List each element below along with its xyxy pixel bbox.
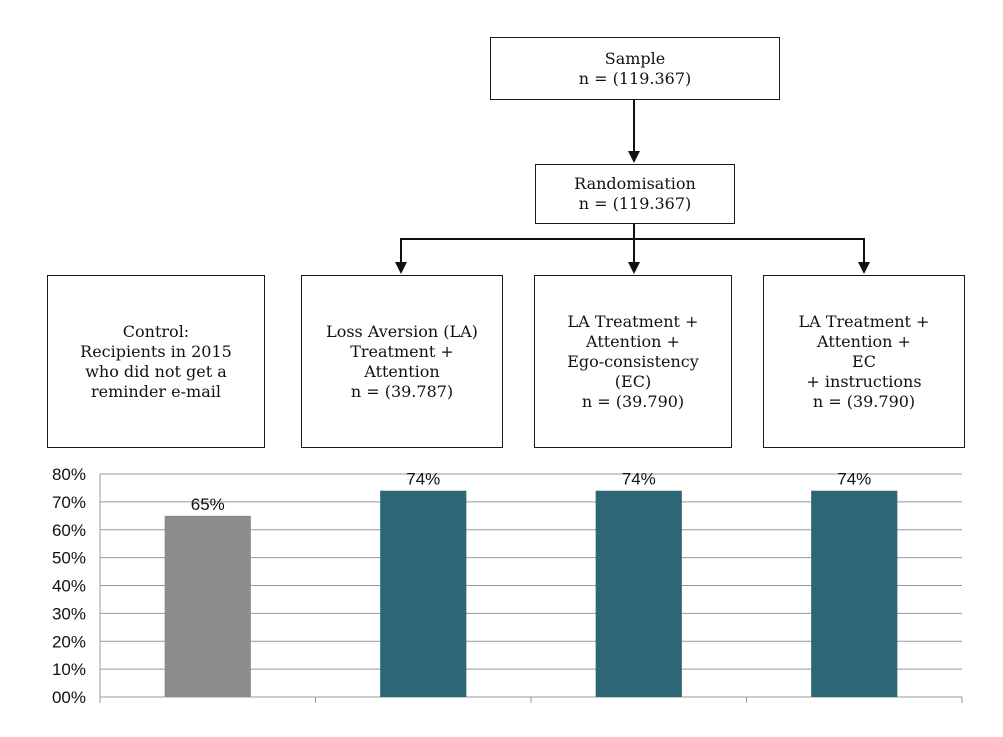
y-tick-label: 80% (52, 465, 86, 484)
connector-branch-la-ec (633, 238, 635, 263)
y-tick-label: 10% (52, 660, 86, 679)
group-line: Attention (364, 361, 440, 381)
group-line: Loss Aversion (LA) (326, 321, 478, 341)
group-line: EC (852, 351, 876, 371)
group-line: n = (39.787) (350, 381, 454, 401)
data-label: 74% (406, 470, 440, 489)
group-line: reminder e-mail (91, 381, 221, 401)
group-line: Control: (122, 321, 190, 341)
connector-sample-randomisation (633, 100, 635, 152)
y-tick-label: 50% (52, 549, 86, 568)
group-line: Ego-consistency (567, 351, 699, 371)
group-line: n = (39.790) (581, 391, 685, 411)
arrowhead-randomisation (628, 151, 640, 163)
group-line: Attention + (586, 331, 680, 351)
group-line: LA Treatment + (567, 311, 699, 331)
data-label: 74% (622, 470, 656, 489)
group-line: Recipients in 2015 (80, 341, 232, 361)
y-tick-label: 70% (52, 493, 86, 512)
data-label: 65% (191, 495, 225, 514)
bar (380, 490, 467, 697)
y-tick-label: 00% (52, 688, 86, 707)
randomisation-n: n = (119.367) (578, 194, 692, 213)
group-box-la-ec-instructions: LA Treatment + Attention + EC + instruct… (763, 275, 965, 448)
group-line: who did not get a (85, 361, 227, 381)
sample-box: Sample n = (119.367) (490, 37, 780, 100)
randomisation-box: Randomisation n = (119.367) (535, 164, 735, 224)
y-tick-label: 20% (52, 632, 86, 651)
connector-branch-la-ec-instructions (863, 238, 865, 263)
group-line: n = (39.790) (812, 391, 916, 411)
bar (595, 490, 682, 697)
y-tick-label: 40% (52, 577, 86, 596)
connector-branch-la (400, 238, 402, 263)
arrowhead-la (395, 262, 407, 274)
bar (811, 490, 898, 697)
group-line: (EC) (614, 371, 652, 391)
group-line: Attention + (817, 331, 911, 351)
connector-branch-horizontal (400, 238, 865, 240)
arrowhead-la-ec-instructions (858, 262, 870, 274)
randomisation-title: Randomisation (574, 174, 696, 193)
bar (164, 515, 251, 697)
data-label: 74% (837, 470, 871, 489)
connector-randomisation-down (633, 224, 635, 240)
group-box-la-ec: LA Treatment + Attention + Ego-consisten… (534, 275, 732, 448)
sample-n: n = (119.367) (578, 68, 692, 88)
arrowhead-la-ec (628, 262, 640, 274)
sample-title: Sample (604, 48, 666, 68)
y-tick-label: 60% (52, 521, 86, 540)
group-box-control: Control: Recipients in 2015 who did not … (47, 275, 265, 448)
y-tick-label: 30% (52, 604, 86, 623)
group-line: + instructions (806, 371, 922, 391)
group-box-la: Loss Aversion (LA) Treatment + Attention… (301, 275, 503, 448)
group-line: LA Treatment + (798, 311, 930, 331)
group-line: Treatment + (350, 341, 454, 361)
